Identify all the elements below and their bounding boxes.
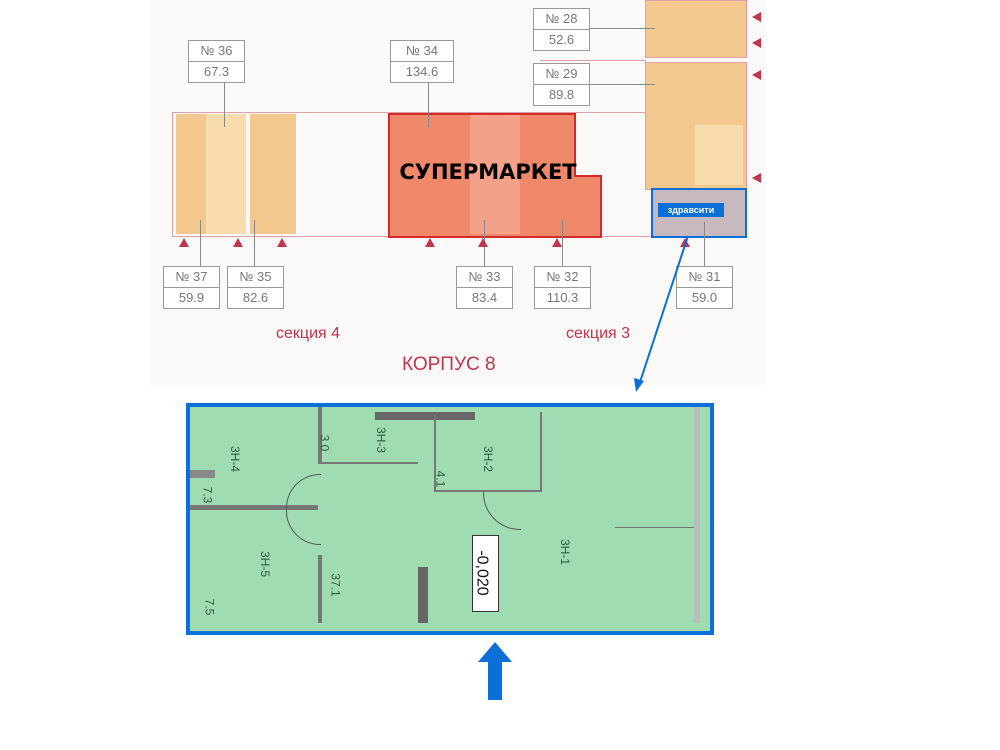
entrance-marker-icon [277,238,287,247]
unit-37 [176,114,206,234]
unit-33-area [470,115,520,234]
room-area-3n2: 4.1 [433,470,448,488]
supermarket-step [574,113,576,176]
entrance-marker-icon [425,238,435,247]
entrance-marker-icon [752,38,761,48]
room-label-3n2: 3Н-2 [481,445,496,473]
connector-arrow-icon [634,235,689,392]
elevation-box [472,535,499,612]
entrance-marker-icon [233,238,243,247]
entrance-marker-icon [752,12,761,22]
entrance-marker-icon [752,173,761,183]
elevation-mark: -0,020 [473,550,491,596]
supermarket-extension [574,175,602,238]
entrance-arrow-icon [478,642,512,700]
entrance-marker-icon [552,238,562,247]
room-label-3n5: 3Н-5 [258,550,273,578]
entrance-marker-icon [179,238,189,247]
building-label: КОРПУС 8 [402,354,496,375]
room-label-3n4: 3Н-4 [228,445,243,473]
room-area-3n1: 37.1 [328,573,343,597]
entrance-marker-icon [478,238,488,247]
room-label-3n1: 3Н-1 [558,538,573,566]
floor-plan [186,403,714,635]
room-area-3n4: 7.3 [200,486,215,504]
unit-28 [645,0,747,58]
supermarket-label: СУПЕРМАРКЕТ [399,160,577,184]
section-3-label: секция 3 [566,325,631,342]
entrance-marker-icon [752,70,761,80]
pharmacy-logo: здравсити [658,203,724,217]
unit-35 [250,114,296,234]
unit-30 [695,125,743,185]
room-area-3n3: 3.0 [317,434,332,452]
room-label-3n3: 3Н-3 [374,426,389,454]
section-4-label: секция 4 [276,325,341,342]
room-area-3n5: 7.5 [202,598,217,616]
unit-36 [206,114,246,234]
